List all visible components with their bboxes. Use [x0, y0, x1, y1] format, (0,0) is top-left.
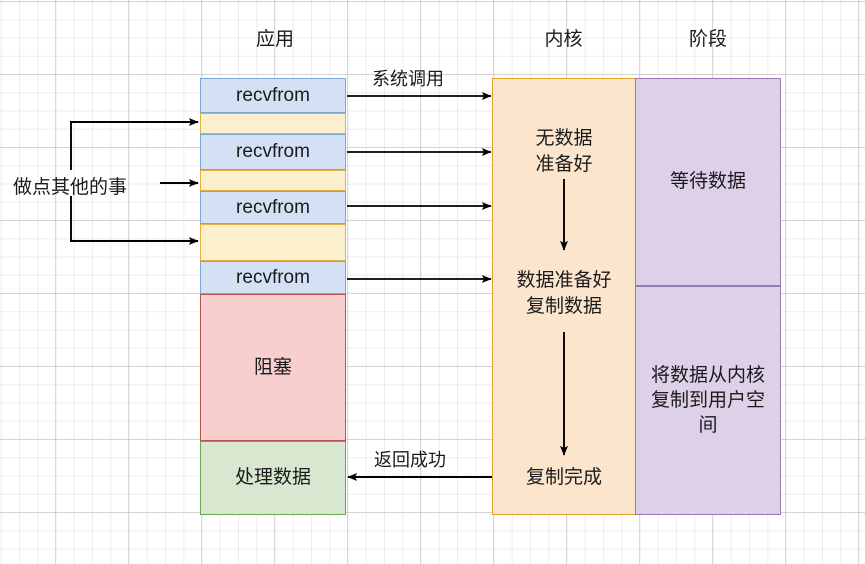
stage-block-wait-data: 等待数据	[635, 78, 781, 286]
app-block-recvfrom-2: recvfrom	[200, 134, 346, 170]
stage-block-copy-to-user: 将数据从内核复制到用户空间	[635, 286, 781, 515]
app-block-blocked: 阻塞	[200, 294, 346, 441]
app-block-recvfrom-4-label: recvfrom	[236, 266, 310, 288]
app-block-recvfrom-2-label: recvfrom	[236, 141, 310, 163]
column-header-kernel: 内核	[492, 30, 635, 49]
kernel-text-data-ready: 数据准备好 复制数据	[492, 268, 636, 320]
edge-label-syscall-text: 系统调用	[372, 69, 444, 89]
app-block-recvfrom-1: recvfrom	[200, 78, 346, 113]
kernel-text-copy-done: 复制完成	[492, 465, 636, 491]
column-header-app-label: 应用	[255, 29, 294, 50]
edge-label-return-success: 返回成功	[374, 446, 446, 472]
arrow-other-things-bottom	[70, 196, 199, 245]
arrow-other-things-top	[70, 118, 199, 170]
side-label-other-things: 做点其他的事	[13, 172, 127, 199]
column-header-stage-label: 阶段	[688, 29, 727, 50]
kernel-text-no-data: 无数据 准备好	[492, 126, 636, 178]
kernel-text-no-data-line2: 准备好	[535, 154, 593, 176]
column-header-kernel-label: 内核	[544, 29, 583, 50]
app-block-gap-1	[200, 113, 346, 134]
app-block-recvfrom-1-label: recvfrom	[236, 84, 310, 106]
app-block-process-data-label: 处理数据	[234, 467, 311, 489]
edge-label-syscall: 系统调用	[372, 65, 444, 91]
side-label-other-things-text: 做点其他的事	[13, 177, 128, 198]
app-block-recvfrom-4: recvfrom	[200, 261, 346, 294]
app-block-recvfrom-3: recvfrom	[200, 191, 346, 224]
app-block-gap-2	[200, 170, 346, 191]
app-block-recvfrom-3-label: recvfrom	[236, 196, 310, 218]
column-header-stage: 阶段	[635, 30, 781, 49]
column-header-app: 应用	[200, 30, 350, 49]
app-block-gap-3	[200, 224, 346, 261]
stage-block-wait-data-label: 等待数据	[669, 171, 746, 193]
kernel-text-no-data-line1: 无数据	[535, 128, 593, 149]
app-block-blocked-label: 阻塞	[253, 356, 292, 378]
kernel-text-data-ready-line1: 数据准备好	[516, 270, 612, 291]
app-block-process-data: 处理数据	[200, 441, 346, 515]
kernel-text-data-ready-line2: 复制数据	[525, 296, 602, 318]
kernel-text-copy-done-line1: 复制完成	[525, 467, 602, 488]
edge-label-return-success-text: 返回成功	[374, 450, 446, 470]
stage-block-copy-to-user-label: 将数据从内核复制到用户空间	[650, 364, 765, 437]
